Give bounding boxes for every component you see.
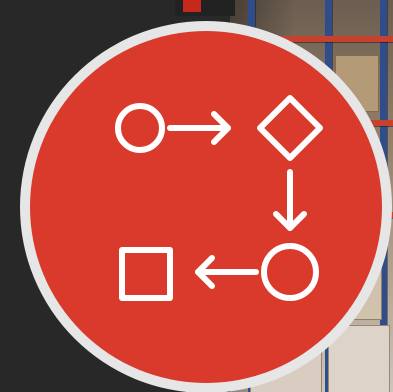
process-badge (20, 0, 393, 392)
badge-disc (30, 31, 382, 383)
